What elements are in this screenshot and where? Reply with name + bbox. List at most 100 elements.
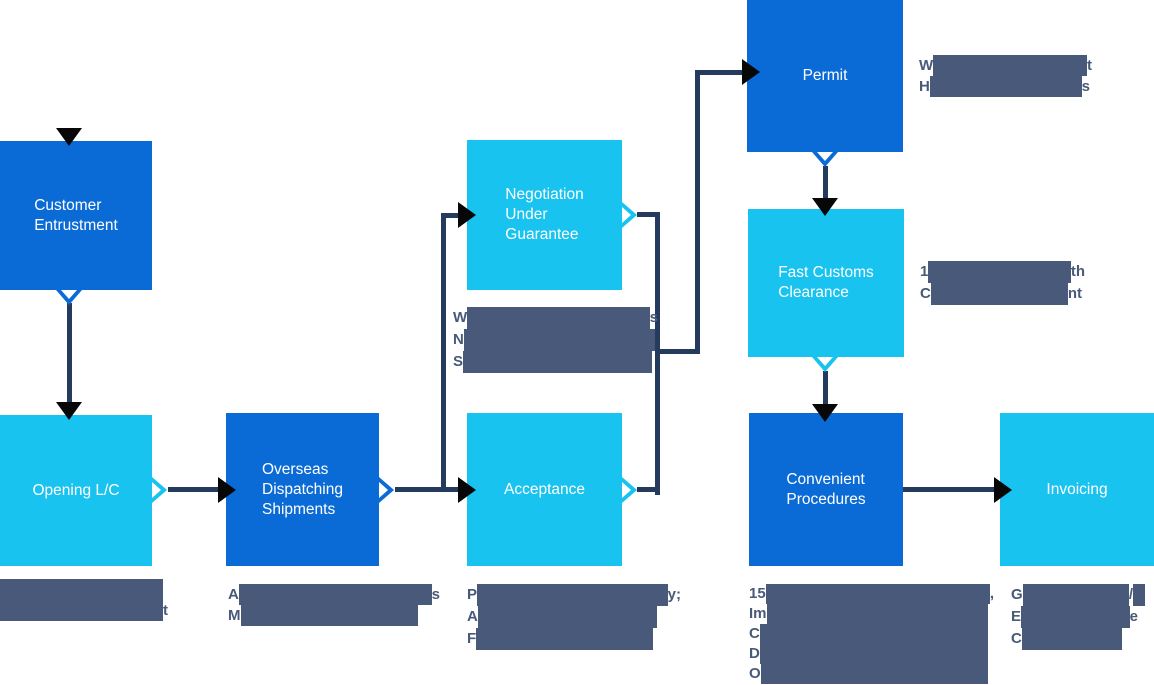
note-text-fragment: P: [467, 586, 478, 603]
note-negotiation-line: S: [453, 351, 652, 373]
note-invoicing-line: G/: [1011, 584, 1145, 606]
seg-up-to-permit-level: [695, 70, 700, 354]
node-acceptance: Acceptance: [467, 413, 622, 566]
note-text-fragment: W: [453, 309, 468, 326]
note-convenient-line: 15,: [749, 584, 994, 604]
note-text-fragment: F: [467, 630, 477, 647]
redaction-bar: [240, 605, 418, 626]
redaction-bar: [476, 628, 653, 650]
arrow-into-negotiation-icon: [458, 202, 476, 228]
note-text-fragment: E: [1011, 608, 1022, 625]
arrow-into-fast-customs-icon: [812, 198, 838, 216]
node-label-acceptance: Acceptance: [504, 480, 585, 500]
node-label-line: Opening L/C: [32, 481, 120, 499]
note-text-fragment: th: [1070, 263, 1085, 280]
redaction-bar: [0, 600, 163, 621]
chev-customer-bottom-notch: [61, 290, 77, 299]
node-label-line: Overseas: [262, 460, 329, 478]
note-convenient-line: Im: [749, 604, 988, 624]
redaction-bar: [928, 261, 1071, 283]
chev-opening-right-notch: [152, 482, 161, 498]
node-label-line: Fast Customs: [778, 264, 874, 281]
seg-acceptance-out: [637, 487, 660, 492]
chev-overseas-right-notch: [379, 482, 388, 498]
seg-opening-to-overseas: [168, 487, 220, 492]
node-label-permit: Permit: [803, 66, 848, 86]
redaction-bar: [463, 329, 655, 351]
note-text-fragment: H: [919, 78, 930, 95]
seg-into-permit: [695, 70, 744, 75]
node-permit: Permit: [747, 0, 903, 152]
note-opening-lc-line: [0, 579, 163, 600]
note-convenient-line: D: [749, 644, 988, 664]
note-text-fragment: y;: [667, 586, 681, 603]
note-text-fragment: D: [749, 645, 760, 662]
note-acceptance-line: A: [467, 606, 657, 628]
note-text-fragment: e: [1129, 608, 1138, 625]
node-label-line: Clearance: [778, 284, 849, 301]
note-convenient-underline: [765, 679, 943, 682]
redaction-bar: [477, 606, 657, 628]
node-label-line: Acceptance: [504, 480, 585, 498]
arrow-into-convenient-icon: [812, 404, 838, 422]
arrow-into-overseas-icon: [218, 477, 236, 503]
seg-branch-vertical: [441, 213, 446, 492]
redaction-bar: [1133, 584, 1145, 606]
seg-permit-to-fast: [823, 166, 828, 200]
note-text-fragment: O: [749, 665, 761, 682]
seg-overseas-out: [395, 487, 460, 492]
node-label-line: Shipments: [262, 500, 336, 518]
node-label-line: Customer: [34, 196, 102, 214]
node-invoicing: Invoicing: [1000, 413, 1154, 566]
redaction-bar: [765, 584, 990, 604]
seg-negotiation-out: [637, 212, 660, 217]
note-text-fragment: 1: [920, 263, 929, 280]
note-fast-customs-line: 1 th: [920, 261, 1085, 283]
arrow-into-opening-icon: [56, 402, 82, 420]
note-text-fragment: s: [431, 586, 440, 603]
note-acceptance-line: F: [467, 628, 653, 650]
arrow-into-acceptance-icon: [458, 477, 476, 503]
note-text-fragment: A: [467, 608, 478, 625]
note-invoicing-line: C: [1011, 628, 1122, 650]
redaction-bar: [759, 624, 988, 644]
note-overseas-line: M: [228, 605, 418, 626]
node-label-line: Convenient: [786, 470, 865, 488]
redaction-bar: [1021, 628, 1122, 650]
note-text-fragment: nt: [1067, 285, 1082, 302]
redaction-bar: [238, 584, 432, 605]
note-text-fragment: Im: [749, 605, 767, 622]
redaction-bar: [1021, 606, 1130, 628]
redaction-bar: [766, 604, 988, 624]
node-label-line: Invoicing: [1046, 480, 1108, 498]
note-text-fragment: S: [453, 353, 464, 370]
node-label-invoicing: Invoicing: [1046, 480, 1107, 500]
note-text-fragment: /: [1128, 586, 1133, 603]
node-label-line: Under: [505, 206, 548, 223]
seg-fast-to-convenient: [823, 371, 828, 407]
note-text-fragment: t: [1087, 57, 1092, 74]
redaction-bar: [467, 307, 650, 329]
node-label-line: Negotiation: [505, 186, 584, 203]
note-text-fragment: N: [453, 331, 464, 348]
note-text-fragment: s: [1081, 78, 1090, 95]
arrow-into-permit-icon: [742, 59, 760, 85]
note-text-fragment: G: [1011, 586, 1023, 603]
